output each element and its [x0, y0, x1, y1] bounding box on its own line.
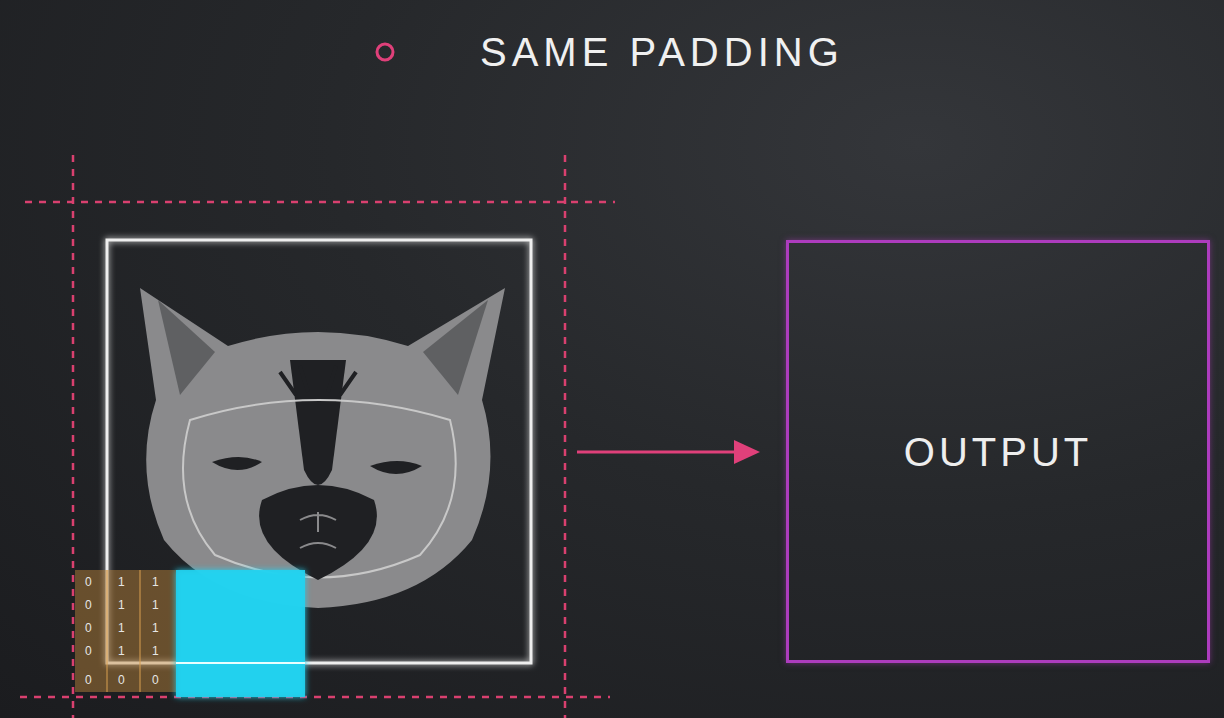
grid-value: 0: [152, 674, 159, 686]
grid-value: 0: [85, 674, 92, 686]
cat-illustration: [140, 288, 505, 608]
kernel-square: [176, 570, 305, 697]
slide-title: SAME PADDING: [480, 32, 844, 72]
grid-value: 1: [118, 645, 125, 657]
grid-value: 1: [118, 576, 125, 588]
output-box: OUTPUT: [786, 240, 1210, 663]
kernel-overlay: [75, 570, 176, 692]
grid-value: 1: [152, 622, 159, 634]
grid-value: 0: [85, 576, 92, 588]
box-label: OUTPUT: [904, 432, 1092, 472]
grid-value: 0: [85, 622, 92, 634]
grid-value: 1: [118, 599, 125, 611]
grid-value: 0: [85, 599, 92, 611]
grid-value: 0: [118, 674, 125, 686]
bullet-circle: [377, 44, 393, 60]
padding-lines: [20, 155, 615, 718]
grid-value: 1: [152, 576, 159, 588]
grid-value: 0: [85, 645, 92, 657]
kernel-line: [176, 662, 305, 664]
grid-value: 1: [152, 599, 159, 611]
grid-value: 1: [118, 622, 125, 634]
grid-value: 1: [152, 645, 159, 657]
flow-arrow: [577, 440, 760, 464]
